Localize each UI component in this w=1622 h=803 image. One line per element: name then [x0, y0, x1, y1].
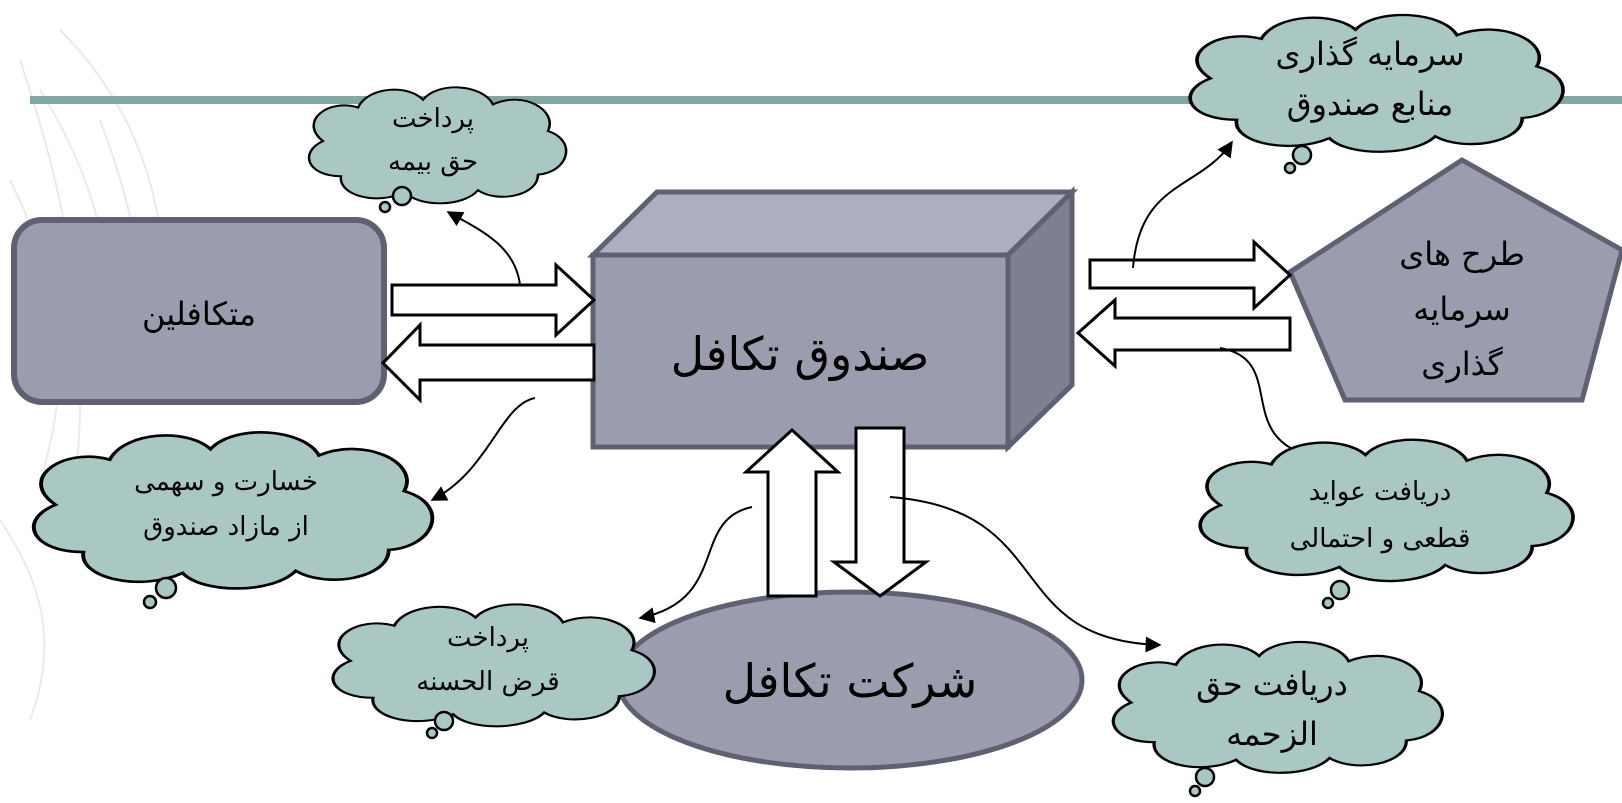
arrow-participants-to-fund [390, 261, 597, 339]
participants-label: متکافلین [142, 295, 256, 333]
cloud-labels: پرداخت حق بیمه خسارت و سهمی از مازاد صند… [134, 35, 1470, 753]
cloud-loss-surplus [31, 430, 435, 591]
premium-line-2: حق بیمه [388, 147, 478, 177]
fee-line-2: الزحمه [1226, 715, 1318, 753]
investment-line-1: سرمایه گذاری [1275, 35, 1464, 73]
qard-hasan-line-2: قرض الحسنه [416, 667, 559, 697]
investment-plans-line-2: سرمایه [1413, 290, 1510, 328]
arrow-fund-to-plans [1088, 238, 1293, 312]
investment-plans-pentagon: طرح های سرمایه گذاری [1286, 157, 1622, 403]
premium-line-1: پرداخت [392, 104, 474, 134]
qard-hasan-line-1: پرداخت [447, 623, 529, 653]
arrow-fund-to-company [829, 426, 931, 598]
fee-line-1: دریافت حق [1196, 665, 1348, 703]
cloud-loss-surplus-tail [142, 576, 178, 610]
cloud-investment-tail [1283, 144, 1313, 175]
loss-surplus-line-2: از مازاد صندوق [143, 512, 309, 542]
takaful-company-ellipse: شرکت تکافل [615, 589, 1085, 771]
arrow-plans-to-fund [1075, 296, 1292, 370]
investment-plans-line-1: طرح های [1399, 235, 1525, 273]
cloud-premium-tail [378, 185, 413, 214]
returns-line-1: دریافت عواید [1309, 477, 1452, 507]
loss-surplus-line-1: خسارت و سهمی [134, 467, 318, 497]
arrow-company-to-fund [742, 427, 842, 598]
block-arrows [380, 238, 1293, 598]
cloud-qard-hasan-tail [425, 710, 455, 740]
participants-box: متکافلین [11, 217, 387, 405]
cloud-fee [1111, 640, 1444, 775]
takaful-company-label: شرکت تکافل [723, 654, 978, 709]
connector-arrows [430, 140, 1320, 653]
arrow-fund-to-participants [380, 321, 596, 404]
cloud-returns [1198, 437, 1575, 583]
takaful-fund-label: صندوق تکافل [671, 327, 930, 382]
investment-plans-line-3: گذاری [1421, 345, 1503, 383]
returns-line-2: قطعی و احتمالی [1290, 524, 1471, 554]
cloud-returns-tail [1321, 579, 1351, 610]
cloud-fee-tail [1188, 766, 1216, 798]
takaful-fund-box: صندوق تکافل [586, 186, 1079, 453]
investment-line-2: منابع صندوق [1287, 85, 1454, 123]
